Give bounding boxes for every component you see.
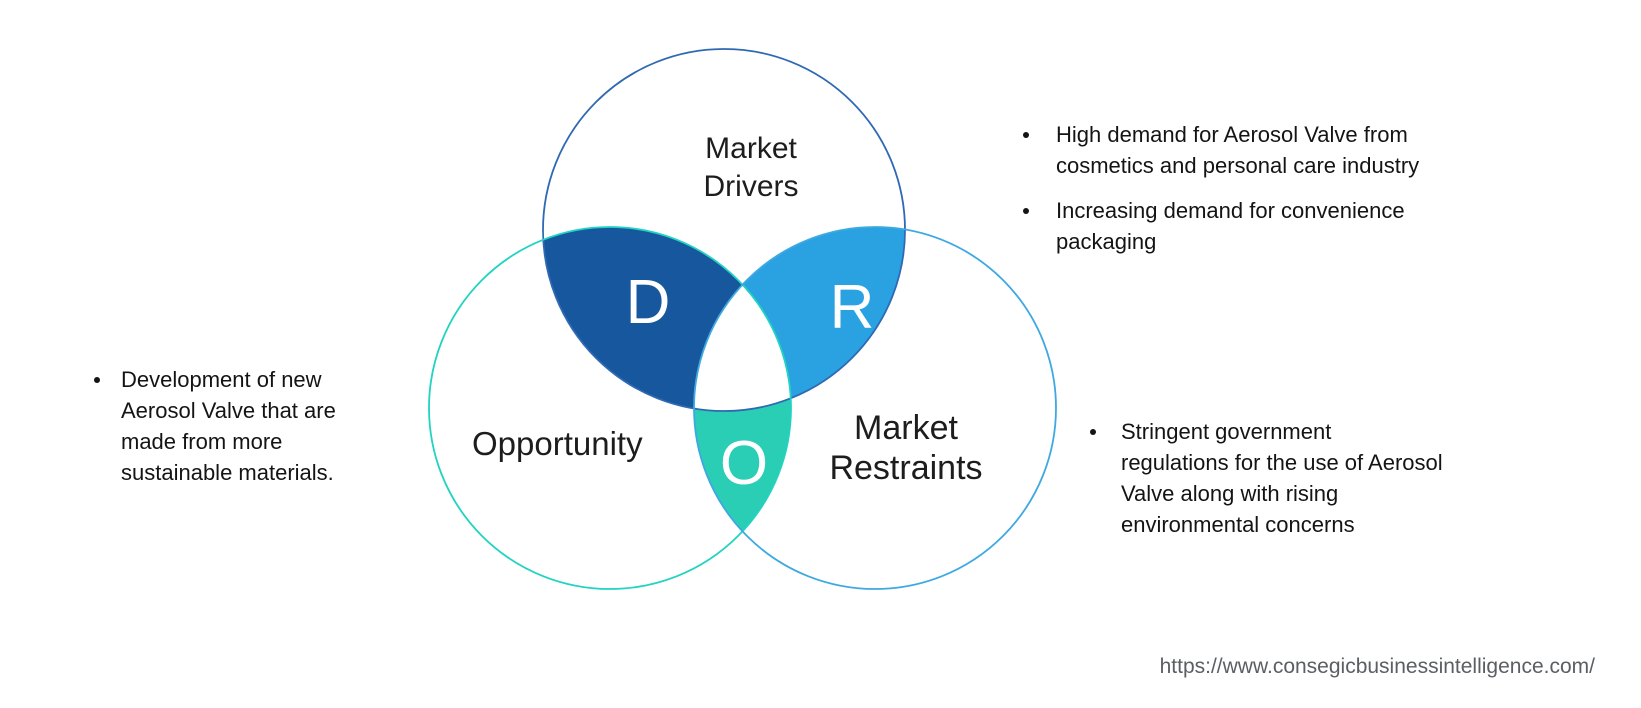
list-item: High demand for Aerosol Valve from cosme… — [1023, 119, 1483, 181]
notes-opportunity: Development of new Aerosol Valve that ar… — [94, 364, 394, 488]
letter-r: R — [830, 273, 875, 342]
bullet-icon — [1023, 132, 1029, 138]
note-text: Development of new Aerosol Valve that ar… — [121, 367, 336, 485]
label-opportunity: Opportunity — [472, 425, 643, 462]
note-text: High demand for Aerosol Valve from cosme… — [1056, 122, 1420, 178]
letter-o: O — [720, 429, 768, 498]
note-text: Stringent government regulations for the… — [1121, 419, 1443, 537]
circle-market-restraints — [693, 226, 1057, 590]
label-market-drivers: Market Drivers — [703, 132, 799, 203]
bullet-icon — [94, 377, 100, 383]
list-item: Development of new Aerosol Valve that ar… — [94, 364, 394, 488]
label-market-restraints: Market Restraints — [829, 409, 983, 487]
source-url: https://www.consegicbusinessintelligence… — [1159, 655, 1595, 678]
bullet-icon — [1023, 208, 1029, 214]
letter-d: D — [626, 268, 671, 337]
notes-market-drivers: High demand for Aerosol Valve from cosme… — [1023, 119, 1483, 257]
note-text: Increasing demand for convenience packag… — [1056, 198, 1405, 254]
bullet-icon — [1090, 429, 1096, 435]
list-item: Stringent government regulations for the… — [1090, 416, 1510, 540]
list-item: Increasing demand for convenience packag… — [1023, 195, 1483, 257]
circle-opportunity — [428, 226, 792, 590]
notes-market-restraints: Stringent government regulations for the… — [1090, 416, 1510, 540]
